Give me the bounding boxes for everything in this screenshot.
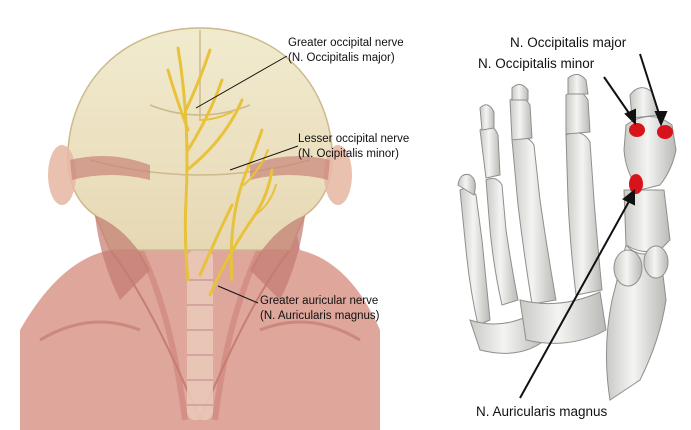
- point-occipitalis-major: [657, 125, 673, 139]
- occipitalis-minor-label: N. Occipitalis minor: [478, 56, 595, 71]
- point-occipitalis-minor: [629, 123, 645, 137]
- foot-bones-illustration: [457, 74, 677, 401]
- cervical-spine: [187, 250, 213, 420]
- left-ear: [48, 145, 76, 205]
- greater-occipital-nerve-line2: (N. Occipitalis major): [288, 52, 395, 64]
- greater-auricular-nerve-line2: (N. Auricularis magnus): [260, 310, 380, 322]
- nerve-points: [629, 123, 673, 194]
- right-ear: [324, 145, 352, 205]
- left-leader-lines: [195, 55, 299, 304]
- point-auricularis-magnus: [629, 174, 643, 194]
- lesser-occipital-nerve-line2: (N. Ocipitalis minor): [298, 148, 399, 160]
- occipitalis-major-label: N. Occipitalis major: [510, 35, 627, 50]
- lesser-occipital-nerve-line1: Lesser occipital nerve: [298, 133, 410, 145]
- greater-occipital-nerve-line1: Greater occipital nerve: [288, 37, 404, 49]
- right-leader-lines: [519, 53, 668, 399]
- greater-occipital-nerve-label: Greater occipital nerve (N. Occipitalis …: [288, 36, 404, 66]
- greater-auricular-nerve-line1: Greater auricular nerve: [260, 295, 379, 307]
- nerve-branches: [166, 46, 277, 297]
- head-illustration: [20, 27, 380, 430]
- lesser-occipital-nerve-label: Lesser occipital nerve (N. Ocipitalis mi…: [298, 132, 409, 162]
- greater-auricular-nerve-label: Greater auricular nerve (N. Auricularis …: [260, 294, 380, 324]
- auricularis-magnus-label: N. Auricularis magnus: [476, 404, 608, 419]
